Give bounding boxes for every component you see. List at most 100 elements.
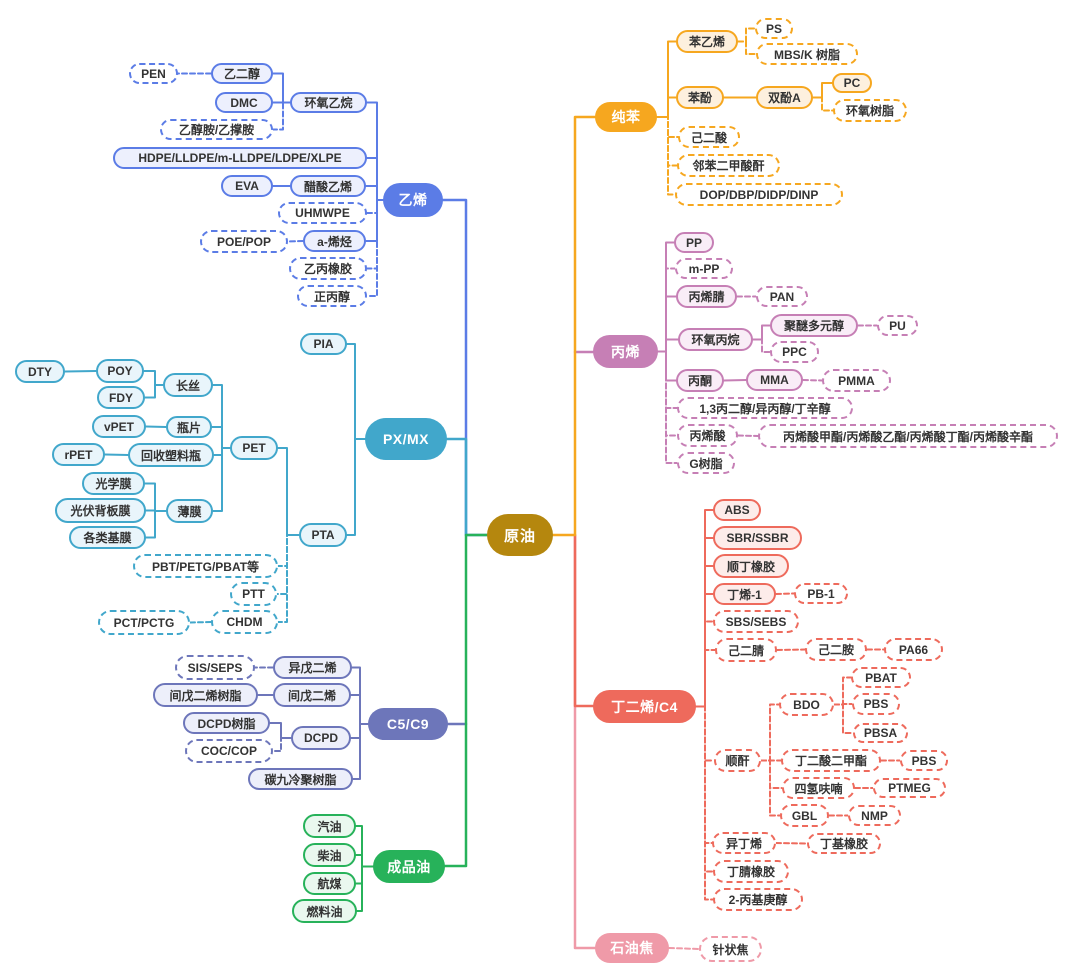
node-dms[interactable]: 丁二酸二甲酯 [781, 749, 881, 772]
node-uhmwpe[interactable]: UHMWPE [278, 202, 367, 224]
node-aolefin[interactable]: a-烯烃 [303, 230, 366, 252]
node-dcpdresin[interactable]: DCPD树脂 [183, 712, 270, 734]
node-bpa[interactable]: 双酚A [756, 86, 813, 109]
node-aa[interactable]: 丙烯酸 [677, 424, 738, 447]
node-fueloil[interactable]: 燃料油 [292, 899, 357, 923]
node-rpet[interactable]: rPET [52, 443, 105, 466]
node-ppc[interactable]: PPC [770, 341, 819, 363]
node-isobutylene[interactable]: 异丁烯 [712, 832, 776, 854]
node-diesel[interactable]: 柴油 [303, 843, 356, 867]
node-pbat[interactable]: PBAT [851, 667, 911, 688]
node-pvback[interactable]: 光伏背板膜 [55, 498, 146, 523]
node-pp[interactable]: PP [674, 232, 714, 253]
node-an[interactable]: 丙烯腈 [676, 285, 737, 308]
node-pbs2[interactable]: PBS [900, 750, 948, 771]
node-pen[interactable]: PEN [129, 63, 178, 84]
node-ph2[interactable]: 2-丙基庚醇 [713, 888, 803, 911]
node-pipresin[interactable]: 间戊二烯树脂 [153, 683, 258, 707]
node-sbr[interactable]: SBR/SSBR [713, 526, 802, 550]
node-br[interactable]: 顺丁橡胶 [713, 554, 789, 578]
node-meg[interactable]: 乙二醇 [211, 63, 273, 84]
node-c5c9[interactable]: C5/C9 [368, 708, 448, 740]
node-pbsa[interactable]: PBSA [853, 723, 908, 743]
node-nmp[interactable]: NMP [848, 805, 901, 826]
node-poy[interactable]: POY [96, 359, 144, 383]
node-pxmx[interactable]: PX/MX [365, 418, 447, 460]
node-dop[interactable]: DOP/DBP/DIDP/DINP [675, 183, 843, 206]
node-epoxyresin[interactable]: 环氧树脂 [833, 99, 907, 122]
node-pdo[interactable]: 1,3丙二醇/异丙醇/丁辛醇 [677, 397, 853, 419]
node-ptmeg[interactable]: PTMEG [873, 778, 946, 798]
node-sbs[interactable]: SBS/SEBS [713, 610, 799, 633]
node-va[interactable]: 醋酸乙烯 [290, 175, 366, 197]
node-ps[interactable]: PS [755, 18, 793, 39]
node-npropanol[interactable]: 正丙醇 [297, 285, 367, 307]
node-jet[interactable]: 航煤 [303, 872, 356, 895]
node-mpp[interactable]: m-PP [675, 258, 733, 279]
node-esters[interactable]: 丙烯酸甲酯/丙烯酸乙酯/丙烯酸丁酯/丙烯酸辛酯 [758, 424, 1058, 448]
node-ptt[interactable]: PTT [230, 582, 277, 606]
node-petcoke[interactable]: 石油焦 [595, 933, 669, 963]
node-adipic[interactable]: 己二酸 [678, 126, 740, 148]
node-hmda[interactable]: 己二胺 [805, 638, 867, 661]
node-thf[interactable]: 四氢呋喃 [782, 777, 855, 799]
node-isoprene[interactable]: 异戊二烯 [273, 656, 352, 679]
node-eo[interactable]: 环氧乙烷 [290, 92, 367, 113]
node-pmma[interactable]: PMMA [822, 369, 891, 392]
node-needle[interactable]: 针状焦 [699, 936, 762, 962]
node-pu[interactable]: PU [877, 315, 918, 336]
node-pet[interactable]: PET [230, 436, 278, 460]
node-pan[interactable]: PAN [756, 286, 808, 307]
node-crude-oil[interactable]: 原油 [487, 514, 553, 556]
node-pct[interactable]: PCT/PCTG [98, 610, 190, 635]
node-benzene[interactable]: 纯苯 [595, 102, 657, 132]
node-styrene[interactable]: 苯乙烯 [676, 30, 738, 53]
node-pta[interactable]: PTA [299, 523, 347, 547]
node-abs[interactable]: ABS [713, 499, 761, 521]
node-pc[interactable]: PC [832, 73, 872, 93]
node-dcpd[interactable]: DCPD [291, 726, 351, 750]
node-nbr[interactable]: 丁腈橡胶 [713, 860, 789, 883]
node-optical[interactable]: 光学膜 [82, 472, 145, 495]
node-film[interactable]: 薄膜 [166, 499, 213, 523]
node-c9resin[interactable]: 碳九冷聚树脂 [248, 768, 353, 790]
node-chdm[interactable]: CHDM [211, 610, 278, 634]
node-poe[interactable]: POE/POP [200, 230, 288, 253]
node-dty[interactable]: DTY [15, 360, 65, 383]
node-filament[interactable]: 长丝 [163, 373, 213, 397]
node-gasoline[interactable]: 汽油 [303, 814, 356, 838]
node-pe[interactable]: HDPE/LLDPE/m-LLDPE/LDPE/XLPE [113, 147, 367, 169]
node-po[interactable]: 环氧丙烷 [678, 328, 753, 351]
node-bottle[interactable]: 瓶片 [166, 416, 212, 438]
node-epr[interactable]: 乙丙橡胶 [289, 257, 367, 280]
node-sis[interactable]: SIS/SEPS [175, 655, 255, 680]
node-butyl[interactable]: 丁基橡胶 [807, 833, 881, 854]
node-mma[interactable]: MMA [746, 369, 803, 391]
node-adn[interactable]: 己二腈 [715, 638, 777, 662]
node-ma[interactable]: 顺酐 [714, 749, 761, 772]
node-mbs[interactable]: MBS/K 树脂 [756, 43, 858, 65]
node-acetone[interactable]: 丙酮 [676, 369, 724, 392]
node-ethylene[interactable]: 乙烯 [383, 183, 443, 217]
node-refined[interactable]: 成品油 [373, 850, 445, 883]
node-eva[interactable]: EVA [221, 175, 273, 197]
node-butadiene[interactable]: 丁二烯/C4 [593, 690, 696, 723]
node-fdy[interactable]: FDY [97, 386, 145, 409]
node-butene1[interactable]: 丁烯-1 [713, 583, 776, 605]
node-phenol[interactable]: 苯酚 [676, 86, 724, 109]
node-propylene[interactable]: 丙烯 [593, 335, 658, 368]
node-gresin[interactable]: G树脂 [677, 452, 735, 474]
node-pia[interactable]: PIA [300, 333, 347, 355]
node-coc[interactable]: COC/COP [185, 739, 273, 763]
node-pb1[interactable]: PB-1 [794, 583, 848, 604]
node-ethanolamine[interactable]: 乙醇胺/乙撑胺 [160, 119, 273, 140]
node-vpet[interactable]: vPET [92, 415, 146, 438]
node-dmc[interactable]: DMC [215, 92, 273, 113]
node-recycle[interactable]: 回收塑料瓶 [128, 443, 214, 467]
node-polyether[interactable]: 聚醚多元醇 [770, 314, 858, 337]
node-basefilm[interactable]: 各类基膜 [69, 526, 146, 549]
node-gbl[interactable]: GBL [780, 804, 829, 827]
node-pbs[interactable]: PBS [852, 693, 900, 715]
node-pa66[interactable]: PA66 [884, 638, 943, 661]
node-bdo[interactable]: BDO [779, 693, 834, 716]
